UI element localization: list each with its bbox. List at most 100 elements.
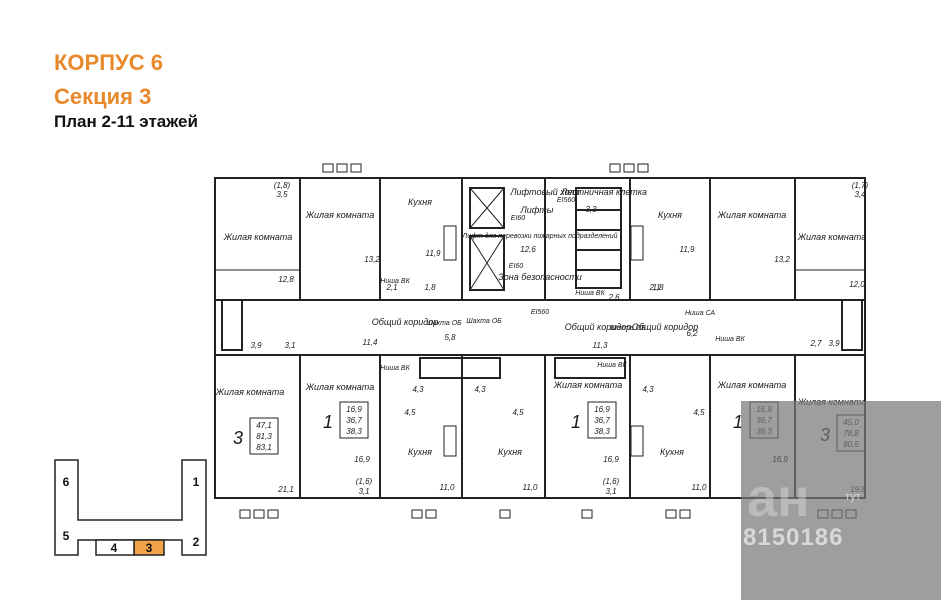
keyplan-label-1: 1 [193, 475, 200, 489]
room-living-5: Жилая комната [215, 387, 284, 397]
keyplan-label-3: 3 [146, 541, 153, 555]
watermark-number: 8150186 [743, 524, 844, 551]
label-ei60-2: EI60 [509, 263, 524, 270]
area-value: 2,1 [648, 283, 660, 292]
area-value: 11,3 [593, 341, 609, 350]
keyplan-label-5: 5 [63, 529, 70, 543]
area-value: 3,1 [605, 487, 616, 496]
area-value: 3,5 [276, 190, 288, 199]
area-value: 11,0 [523, 483, 539, 492]
room-corridor-2: Общий коридор [565, 322, 632, 332]
area-value: 16,9 [354, 455, 370, 464]
apartment-area: 83,1 [256, 443, 272, 452]
area-value: 16,9 [603, 455, 619, 464]
niche-vk-1: Ниша ВК [380, 278, 410, 285]
watermark-logo-icon: ан [747, 468, 810, 528]
niche-sa: Ниша СА [685, 310, 715, 317]
area-value: 3,9 [250, 341, 262, 350]
area-value: (1,7) [852, 181, 869, 190]
room-safe-zone: Зона безопасности [498, 272, 581, 282]
apartment-tag-box [587, 401, 617, 439]
label-ei560-2: EI560 [531, 309, 549, 316]
area-value: 13,2 [364, 255, 380, 264]
area-value: 5,8 [444, 333, 456, 342]
apartment-area: 36,7 [346, 416, 362, 425]
area-value: 12,8 [278, 275, 294, 284]
apartment-tag: 116,936,738,3 [571, 401, 617, 439]
room-lifts: Лифты [520, 205, 554, 215]
room-living-1: Жилая комната [223, 232, 292, 242]
area-value: 2,7 [809, 339, 822, 348]
area-value: 2,1 [385, 283, 397, 292]
niche-vk-4: Ниша ВК [597, 362, 627, 369]
keyplan-label-2: 2 [193, 535, 200, 549]
area-value: 2,6 [607, 293, 620, 302]
area-value: 21,1 [277, 485, 294, 494]
area-value: (1,8) [274, 181, 291, 190]
section-title: Секция 3 [54, 84, 152, 109]
apartment-tag-box [339, 401, 369, 439]
area-value: 3,9 [828, 339, 840, 348]
area-value: 4,5 [404, 408, 416, 417]
room-living-3: Жилая комната [717, 210, 786, 220]
keyplan-label-4: 4 [111, 541, 118, 555]
apartment-area: 81,3 [256, 432, 272, 441]
area-value: 4,5 [693, 408, 705, 417]
apartment-area: 16,9 [346, 405, 362, 414]
watermark: ан тут 8150186 [741, 401, 941, 600]
label-ei560-1: EI560 [557, 197, 575, 204]
area-value: 6,2 [686, 329, 698, 338]
room-corridor-3: Общий коридор [632, 322, 699, 332]
area-value: 12,0 [849, 280, 865, 289]
apartment-tag: 347,181,383,1 [233, 417, 279, 455]
area-value: 1,8 [424, 283, 436, 292]
area-value: 3,1 [358, 487, 369, 496]
apartment-area: 38,3 [594, 427, 610, 436]
room-kitchen-1: Кухня [408, 197, 432, 207]
apartment-area: 47,1 [256, 421, 272, 430]
area-value: 11,9 [426, 249, 442, 258]
area-value: 4,3 [474, 385, 486, 394]
area-value: 4,3 [642, 385, 654, 394]
area-value: 3,1 [284, 341, 295, 350]
apartment-area: 36,7 [594, 416, 610, 425]
room-living-2: Жилая комната [305, 210, 374, 220]
room-living-4: Жилая комната [797, 232, 866, 242]
area-value: 12,6 [520, 245, 536, 254]
apartment-rooms: 1 [323, 412, 333, 432]
area-value: 1,8 [652, 283, 664, 292]
area-value: 4,3 [412, 385, 424, 394]
area-value: 11,0 [440, 483, 456, 492]
niche-vk-5: Ниша ВК [715, 336, 745, 343]
area-value: 11,9 [680, 245, 696, 254]
apartment-area: 38,3 [346, 427, 362, 436]
room-living-8: Жилая комната [717, 380, 786, 390]
shaft-1: Шахта ОБ [426, 320, 462, 327]
area-value: (1,6) [603, 477, 620, 486]
keyplan-label-6: 6 [63, 475, 70, 489]
apartment-area: 16,9 [594, 405, 610, 414]
area-value: 4,5 [512, 408, 524, 417]
label-ei60-1: EI60 [511, 215, 526, 222]
corpus-title: КОРПУС 6 [54, 50, 163, 75]
area-value: 11,0 [692, 483, 708, 492]
apartment-rooms: 1 [733, 412, 743, 432]
apartment-tag: 1 16,9 36,7 38,3 [323, 401, 369, 439]
apartment-tag-box [249, 417, 279, 455]
area-value: 3,4 [854, 190, 866, 199]
niche-vk-2: Ниша ВК [575, 290, 605, 297]
room-living-6: Жилая комната [305, 382, 374, 392]
room-kitchen-3: Кухня [408, 447, 432, 457]
area-value: 11,4 [363, 338, 379, 347]
lift-note: Лифт для перевозки пожарных подразделени… [461, 232, 617, 240]
room-kitchen-5: Кухня [660, 447, 684, 457]
watermark-small: тут [845, 491, 861, 503]
area-value: 13,2 [774, 255, 790, 264]
shaft-3: Шахта ОБ [610, 325, 646, 332]
shaft-2: Шахта ОБ [466, 318, 502, 325]
niche-vk-3: Ниша ВК [380, 365, 410, 372]
room-kitchen-4: Кухня [498, 447, 522, 457]
keyplan [54, 459, 207, 556]
room-stairs: Лестничная клетка [560, 187, 647, 197]
